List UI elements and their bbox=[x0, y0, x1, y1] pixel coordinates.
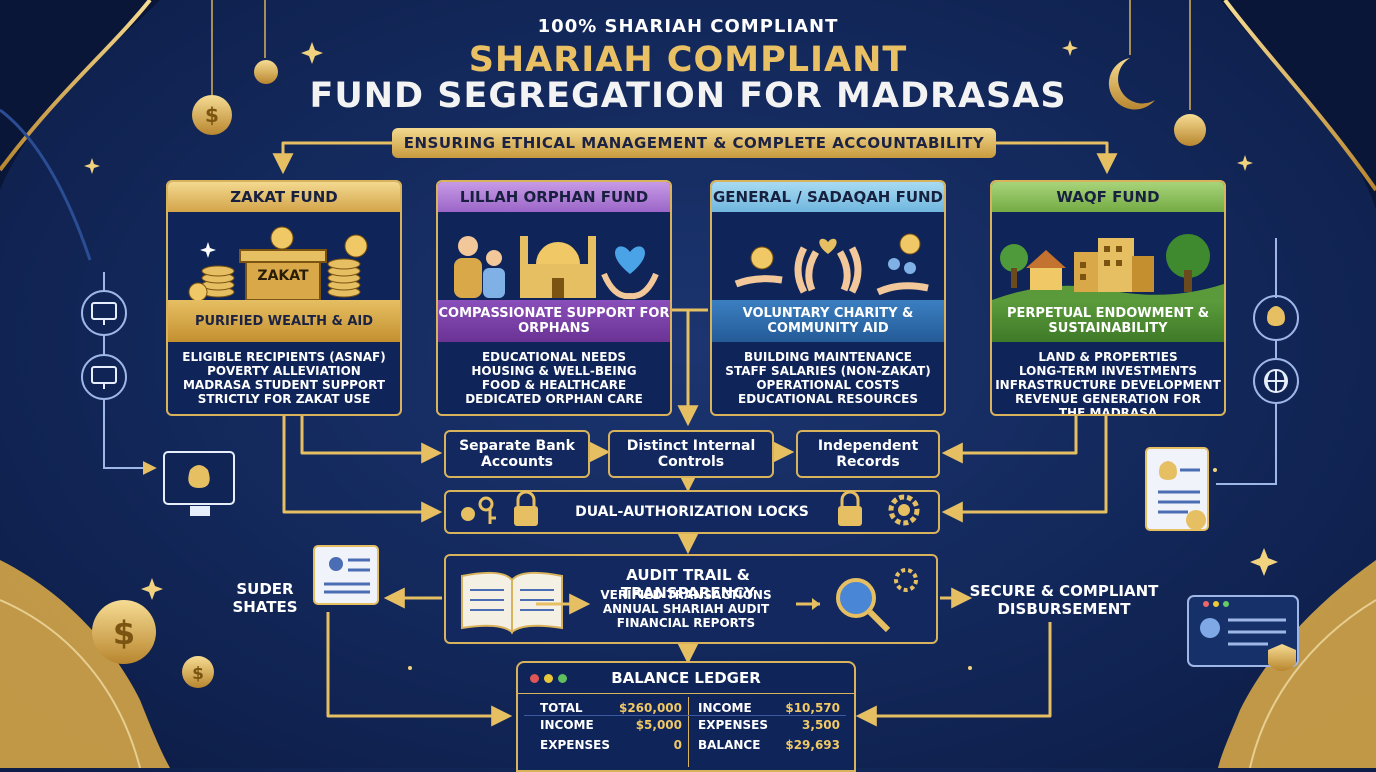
card-title: GENERAL / SADAQAH FUND bbox=[712, 182, 944, 212]
lock-key-icons bbox=[461, 490, 920, 526]
list-item: VERIFIED TRANSACTIONS bbox=[600, 588, 772, 602]
ledger-label: EXPENSES bbox=[540, 738, 610, 752]
list-item: EDUCATIONAL RESOURCES bbox=[738, 392, 918, 406]
list-item: MADRASA STUDENT SUPPORT bbox=[182, 378, 386, 392]
list-item: INFRASTRUCTURE DEVELOPMENT bbox=[995, 378, 1221, 392]
list-item: REVENUE GENERATION FOR bbox=[1015, 392, 1201, 406]
window-dot-green bbox=[558, 674, 567, 683]
list-item: OPERATIONAL COSTS bbox=[756, 378, 900, 392]
magnifier-icon bbox=[836, 578, 891, 633]
card-subtitle: VOLUNTARY CHARITY & COMMUNITY AID bbox=[712, 300, 944, 342]
ledger-value: 0 bbox=[673, 738, 682, 752]
subtitle-banner: ENSURING ETHICAL MANAGEMENT & COMPLETE A… bbox=[392, 128, 996, 158]
list-item: THE MADRASA bbox=[1058, 406, 1158, 416]
key-gear-icon bbox=[461, 496, 496, 524]
ledger-value: $29,693 bbox=[785, 738, 840, 752]
ledger-value: $5,000 bbox=[635, 718, 682, 732]
gear-icon bbox=[894, 568, 918, 592]
ledger-label: TOTAL bbox=[540, 701, 583, 715]
ledger-value: 3,500 bbox=[802, 718, 840, 732]
zakat-fund-card: ZAKAT FUND ZAKAT PURIFIED WEALTH & AID E… bbox=[166, 180, 402, 416]
card-items: LAND & PROPERTIES LONG-TERM INVESTMENTS … bbox=[992, 342, 1224, 416]
audit-title: AUDIT TRAIL & TRANSPARENCY bbox=[620, 566, 756, 602]
kicker-text: 100% SHARIAH COMPLIANT bbox=[537, 16, 839, 37]
ledger-title: BALANCE LEDGER bbox=[611, 669, 761, 687]
ledger-value: $260,000 bbox=[618, 701, 682, 715]
list-item: FOOD & HEALTHCARE bbox=[481, 378, 627, 392]
list-item: STRICTLY FOR ZAKAT USE bbox=[197, 392, 371, 406]
list-item: LAND & PROPERTIES bbox=[1038, 350, 1178, 364]
general-sadaqah-fund-card: GENERAL / SADAQAH FUND VOLUNTARY CHARITY… bbox=[710, 180, 946, 416]
title-line-2: FUND SEGREGATION FOR MADRASAS bbox=[309, 76, 1067, 116]
list-item: ANNUAL SHARIAH AUDIT bbox=[602, 602, 770, 616]
card-items: BUILDING MAINTENANCE STAFF SALARIES (NON… bbox=[712, 342, 944, 406]
waqf-fund-card: WAQF FUND PERPETUAL ENDOWMENT & SUSTAINA… bbox=[990, 180, 1226, 416]
svg-text:$: $ bbox=[205, 103, 219, 127]
list-item: EDUCATIONAL NEEDS bbox=[481, 350, 627, 364]
card-subtitle: COMPASSIONATE SUPPORT FOR ORPHANS bbox=[438, 300, 670, 342]
open-book-icon bbox=[461, 571, 563, 635]
card-subtitle: PERPETUAL ENDOWMENT & SUSTAINABILITY bbox=[992, 300, 1224, 342]
dual-authorization-label: DUAL-AUTHORIZATION LOCKS bbox=[575, 504, 809, 520]
list-item: LONG-TERM INVESTMENTS bbox=[1018, 364, 1198, 378]
card-subtitle: PURIFIED WEALTH & AID bbox=[168, 300, 400, 342]
padlock-icon bbox=[514, 490, 538, 526]
ledger-label: INCOME bbox=[540, 718, 594, 732]
list-item: BUILDING MAINTENANCE bbox=[744, 350, 912, 364]
window-dot-red bbox=[530, 674, 539, 683]
corner-swoosh-bottom-left bbox=[0, 560, 170, 768]
corner-swoosh-top-left bbox=[0, 0, 160, 190]
audit-items: VERIFIED TRANSACTIONS ANNUAL SHARIAH AUD… bbox=[586, 588, 786, 630]
list-item: DEDICATED ORPHAN CARE bbox=[465, 392, 643, 406]
list-item: STAFF SALARIES (NON-ZAKAT) bbox=[725, 364, 931, 378]
buildings-tree-icon bbox=[992, 212, 1224, 300]
window-dot-yellow bbox=[544, 674, 553, 683]
card-items: EDUCATIONAL NEEDS HOUSING & WELL-BEING F… bbox=[438, 342, 670, 406]
list-item: FINANCIAL REPORTS bbox=[616, 616, 756, 630]
distinct-internal-controls-box: Distinct Internal Controls bbox=[608, 430, 774, 478]
lillah-orphan-fund-card: LILLAH ORPHAN FUND COMPASSIONATE SUPPORT… bbox=[436, 180, 672, 416]
gear-icon bbox=[888, 494, 920, 526]
ledger-label: INCOME bbox=[698, 701, 752, 715]
separate-bank-accounts-box: Separate Bank Accounts bbox=[444, 430, 590, 478]
card-title: ZAKAT FUND bbox=[168, 182, 400, 212]
corner-swoosh-top-right bbox=[1220, 0, 1376, 210]
padlock-icon bbox=[838, 490, 862, 526]
ledger-divider bbox=[688, 697, 689, 767]
ledger-label: EXPENSES bbox=[698, 718, 768, 732]
ledger-rule bbox=[524, 715, 846, 716]
zakat-box-coins-icon: ZAKAT bbox=[168, 212, 400, 302]
audit-trail-box: AUDIT TRAIL & TRANSPARENCY VERIFIED TRAN… bbox=[444, 554, 938, 644]
secure-disbursement-label: SECURE & COMPLIANT DISBURSEMENT bbox=[969, 582, 1159, 618]
svg-text:$: $ bbox=[113, 614, 135, 652]
title-line-1: SHARIAH COMPLIANT bbox=[468, 40, 908, 80]
svg-text:$: $ bbox=[192, 664, 204, 684]
zakat-box-label: ZAKAT bbox=[257, 268, 309, 284]
dollar-coin-icon bbox=[92, 600, 156, 664]
card-title: LILLAH ORPHAN FUND bbox=[438, 182, 670, 212]
audit-icons bbox=[461, 568, 918, 635]
list-item: POVERTY ALLEVIATION bbox=[207, 364, 361, 378]
balance-ledger-panel: BALANCE LEDGER TOTAL $260,000 INCOME $5,… bbox=[516, 661, 856, 772]
giving-hands-icon bbox=[712, 212, 944, 300]
card-items: ELIGIBLE RECIPIENTS (ASNAF) POVERTY ALLE… bbox=[168, 342, 400, 406]
left-side-label: SUDER SHATES bbox=[232, 580, 298, 616]
list-item: ELIGIBLE RECIPIENTS (ASNAF) bbox=[182, 350, 386, 364]
orphans-mosque-heart-icon bbox=[438, 212, 670, 300]
ledger-label: BALANCE bbox=[698, 738, 761, 752]
list-item: HOUSING & WELL-BEING bbox=[471, 364, 637, 378]
card-title: WAQF FUND bbox=[992, 182, 1224, 212]
ledger-header: BALANCE LEDGER bbox=[518, 663, 854, 694]
independent-records-box: Independent Records bbox=[796, 430, 940, 478]
ledger-value: $10,570 bbox=[785, 701, 840, 715]
